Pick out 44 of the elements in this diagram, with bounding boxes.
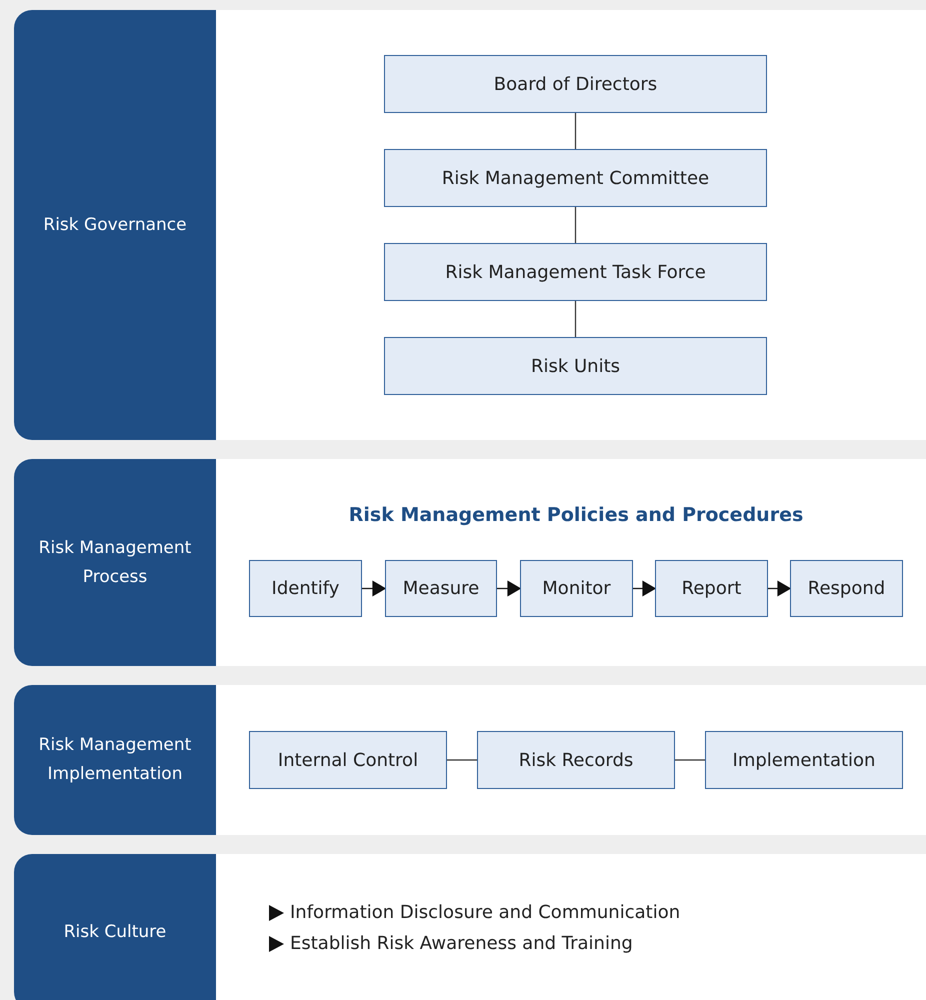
process-box <box>384 337 767 395</box>
connector-line <box>574 207 576 243</box>
process-box <box>385 560 497 617</box>
connector-line <box>447 759 477 761</box>
section-title: Risk Management Implementation <box>38 734 192 786</box>
box-label: Respond <box>808 578 886 599</box>
box-label: Board of Directors <box>494 74 658 94</box>
section-card <box>14 459 926 666</box>
box-label: Implementation <box>732 750 876 770</box>
section-card <box>14 10 926 440</box>
process-box <box>520 560 633 617</box>
arrowhead <box>632 580 656 597</box>
section-card <box>14 685 926 835</box>
process-box <box>477 731 675 789</box>
connector-line <box>574 301 576 337</box>
process-box <box>790 560 903 617</box>
section-card <box>14 854 926 1000</box>
process-box <box>249 560 362 617</box>
box-label: Measure <box>402 578 480 599</box>
box-label: Risk Records <box>518 750 634 770</box>
bullet-text: Establish Risk Awareness and Training <box>290 933 633 954</box>
section-title: Risk Culture <box>62 920 168 944</box>
box-label: Monitor <box>542 578 611 599</box>
box-label: Report <box>682 578 742 599</box>
connector-line <box>574 113 576 149</box>
box-label: Risk Units <box>530 356 620 376</box>
box-label: Risk Management Task Force <box>445 262 706 282</box>
box-label: Identify <box>272 578 340 599</box>
process-box <box>384 149 767 207</box>
process-box <box>705 731 903 789</box>
process-box <box>384 243 767 301</box>
process-heading: Risk Management Policies and Procedures <box>348 504 804 526</box>
section-title: Risk Governance <box>42 214 188 236</box>
arrowhead <box>767 580 792 597</box>
process-box <box>249 731 447 789</box>
box-label: Internal Control <box>278 750 418 770</box>
box-label: Risk Management Committee <box>442 168 710 188</box>
arrowhead <box>496 580 522 597</box>
bullet-text: Information Disclosure and Communication <box>290 902 680 923</box>
arrowhead <box>361 580 386 597</box>
section-title: Risk Management Process <box>38 536 192 588</box>
process-box <box>655 560 768 617</box>
process-box <box>384 55 767 113</box>
connector-line <box>675 759 705 761</box>
